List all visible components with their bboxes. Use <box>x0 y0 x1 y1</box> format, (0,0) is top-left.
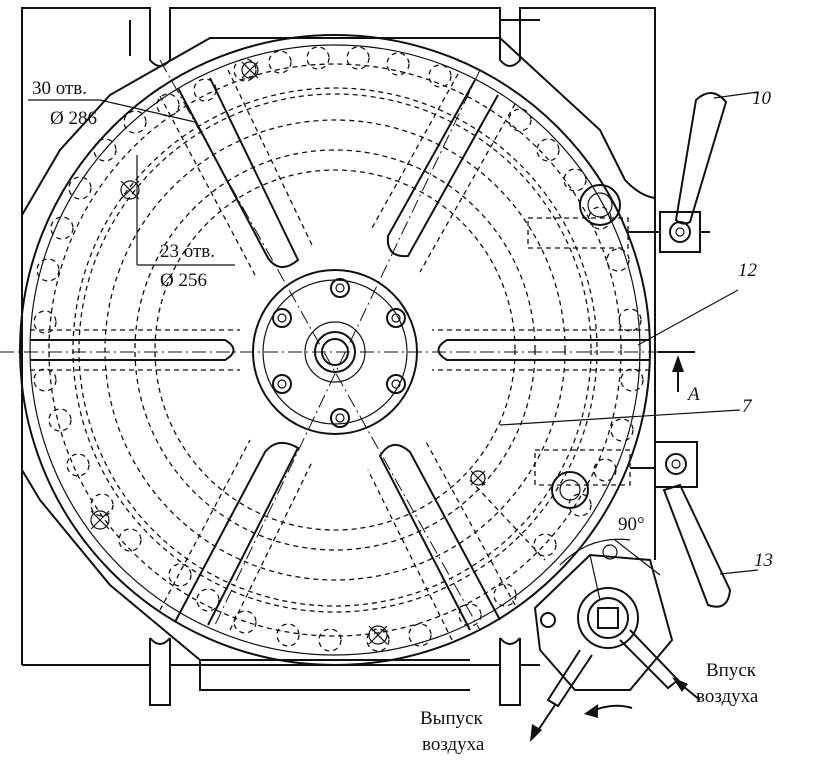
hub-bolts <box>272 278 406 428</box>
pneumatic-unit <box>469 479 680 708</box>
label-angle: 90° <box>618 514 645 535</box>
label-holes-inner-count: 23 отв. <box>160 241 215 262</box>
label-part-13: 13 <box>754 550 773 571</box>
angle-marker <box>559 538 661 601</box>
lower-clamp <box>534 441 698 509</box>
air-arrows <box>530 677 701 742</box>
label-air-inlet-line1: Впуск <box>706 660 757 681</box>
label-air-outlet-line2: воздуха <box>422 734 485 755</box>
label-holes-inner-diameter: Ø 256 <box>160 270 207 291</box>
inner-holes <box>90 61 486 645</box>
view-a-marker <box>658 351 695 392</box>
label-holes-outer-diameter: Ø 286 <box>50 108 97 129</box>
label-holes-outer-count: 30 отв. <box>32 78 87 99</box>
lever-10 <box>674 92 728 225</box>
rotary-table <box>19 34 651 666</box>
label-part-12: 12 <box>738 260 758 281</box>
lever-13 <box>662 483 732 608</box>
axis-lines <box>0 59 665 631</box>
peripheral-holes <box>33 46 644 652</box>
label-air-inlet-line2: воздуха <box>696 686 759 707</box>
label-air-outlet-line1: Выпуск <box>420 708 484 729</box>
label-part-10: 10 <box>752 88 772 109</box>
upper-clamp <box>527 184 710 253</box>
label-part-7: 7 <box>742 396 753 417</box>
label-view-a: A <box>686 384 700 405</box>
base-plate <box>21 7 656 706</box>
leader-lines <box>28 91 759 575</box>
t-slots <box>30 69 650 641</box>
